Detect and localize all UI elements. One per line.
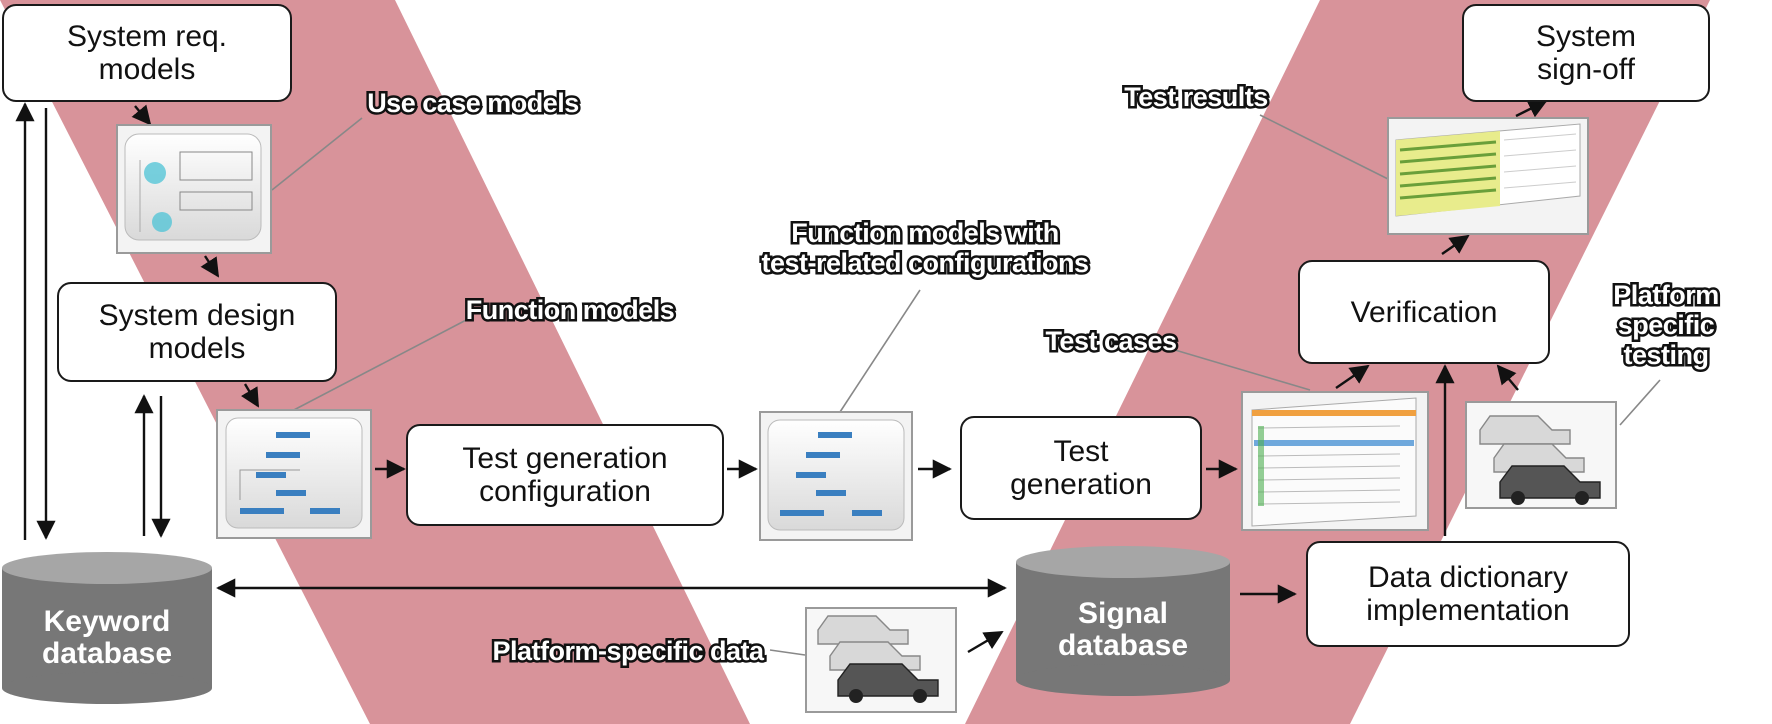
test-generation-configuration-box: Test generation configuration <box>406 424 724 526</box>
signal-database-label: Signal database <box>1057 597 1189 662</box>
function-models-configs-callout: Function models with test-related config… <box>759 216 1092 281</box>
platform-specific-data-callout: Platform-specific data <box>490 634 767 669</box>
use-case-models-callout: Use case models <box>365 86 582 121</box>
table-screenshot-icon <box>1258 426 1264 506</box>
platform-specific-testing-callout: Platform specific testing <box>1611 278 1722 373</box>
system-req-models-box: System req. models <box>2 4 292 102</box>
function-model-config-thumbnail <box>759 411 913 541</box>
platform-testing-cars <box>1465 401 1617 509</box>
test-cases-callout: Test cases <box>1043 324 1180 359</box>
verification-box: Verification <box>1298 260 1550 364</box>
signal-database-cylinder <box>1016 546 1230 696</box>
test-results-thumbnail <box>1387 117 1589 235</box>
system-design-models-box: System design models <box>57 282 337 382</box>
test-generation-box: Test generation <box>960 416 1202 520</box>
platform-data-cars <box>805 607 957 713</box>
function-models-callout: Function models <box>463 293 677 328</box>
model-screenshot-icon <box>144 162 166 184</box>
test-results-callout: Test results <box>1122 80 1271 115</box>
use-case-model-thumbnail <box>116 124 272 254</box>
flow-arrows <box>15 99 1548 654</box>
test-cases-thumbnail <box>1241 391 1429 531</box>
data-dictionary-implementation-box: Data dictionary implementation <box>1306 541 1630 647</box>
keyword-database-cylinder <box>2 552 212 704</box>
system-sign-off-box: System sign-off <box>1462 4 1710 102</box>
function-model-thumbnail <box>216 409 372 539</box>
leader-lines <box>271 114 1661 656</box>
keyword-database-label: Keyword database <box>41 605 173 670</box>
